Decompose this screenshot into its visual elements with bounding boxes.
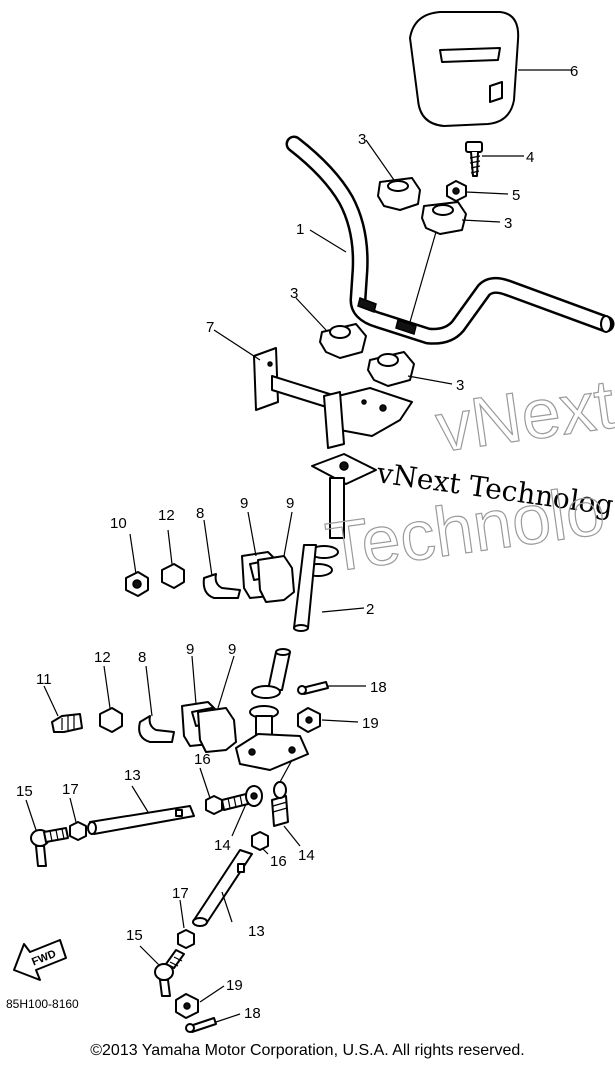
steering-column (293, 453, 377, 632)
label-part-3-b: 3 (504, 215, 512, 232)
label-part-3-d: 3 (456, 377, 464, 394)
label-part-6: 6 (570, 63, 578, 80)
label-part-18-b: 18 (244, 1005, 261, 1022)
label-part-13-b: 13 (248, 923, 265, 940)
label-part-17-b: 17 (172, 885, 189, 902)
label-part-16-a: 16 (194, 751, 211, 768)
label-part-9-b: 9 (286, 495, 294, 512)
handlebar (285, 135, 615, 345)
part-number-labels: 1 2 3 3 3 3 4 5 6 7 8 8 9 9 9 9 10 11 12… (16, 63, 578, 1022)
label-part-1: 1 (296, 221, 304, 238)
rod-end-15-lower (154, 949, 185, 997)
handlebar-holder-upper-left (377, 177, 421, 211)
label-part-3-c: 3 (290, 285, 298, 302)
castle-nut-upper (297, 707, 321, 733)
label-part-17-a: 17 (62, 781, 79, 798)
tie-rod-horizontal (87, 805, 195, 835)
label-part-12-a: 12 (158, 507, 175, 524)
label-part-3-a: 3 (358, 131, 366, 148)
tie-rod-diagonal (192, 849, 253, 927)
bushing-set-lower (51, 701, 237, 753)
label-part-14-a: 14 (214, 837, 231, 854)
label-part-11: 11 (36, 671, 52, 688)
jam-nut-16-upper (205, 795, 223, 815)
label-part-10: 10 (110, 515, 127, 532)
label-part-19-b: 19 (226, 977, 243, 994)
label-part-8-b: 8 (138, 649, 146, 666)
drawing-code: 85H100-8160 (6, 997, 79, 1011)
label-part-9-d: 9 (228, 641, 236, 658)
jam-nut-17-lower (177, 929, 195, 949)
label-part-7: 7 (206, 319, 214, 336)
label-part-4: 4 (526, 149, 534, 166)
label-part-2: 2 (366, 601, 374, 618)
cotter-pin-lower (185, 1017, 217, 1033)
forward-arrow-icon: FWD (13, 939, 67, 981)
bolt (465, 141, 483, 177)
handlebar-holder-lower-right (367, 351, 415, 387)
rod-end-14-left (221, 785, 263, 811)
handlebar-holder-lower-left (319, 323, 367, 359)
handlebar-pad (409, 11, 520, 127)
jam-nut-16-lower (251, 831, 269, 851)
handlebar-holder-upper-right (421, 201, 467, 235)
castle-nut-lower (175, 993, 199, 1019)
copyright-notice: ©2013 Yamaha Motor Corporation, U.S.A. A… (90, 1042, 525, 1059)
label-part-8-a: 8 (196, 505, 204, 522)
label-part-18-a: 18 (370, 679, 387, 696)
rod-end-15-upper (30, 827, 69, 867)
label-part-9-c: 9 (186, 641, 194, 658)
leader-lines (25, 69, 572, 1023)
bushing-set-upper (125, 551, 295, 603)
label-part-19-a: 19 (362, 715, 379, 732)
label-part-13-a: 13 (124, 767, 141, 784)
rod-end-14-right (271, 781, 289, 827)
label-part-5: 5 (512, 187, 520, 204)
label-part-15-a: 15 (16, 783, 33, 800)
jam-nut-17-upper (69, 821, 87, 841)
label-part-9-a: 9 (240, 495, 248, 512)
handlebar-bracket (253, 347, 413, 449)
label-part-14-b: 14 (298, 847, 315, 864)
steering-column-lower (235, 648, 309, 771)
label-part-12-b: 12 (94, 649, 111, 666)
nut-5 (446, 180, 467, 202)
label-part-15-b: 15 (126, 927, 143, 944)
cotter-pin-upper (297, 681, 329, 695)
label-part-16-b: 16 (270, 853, 287, 870)
